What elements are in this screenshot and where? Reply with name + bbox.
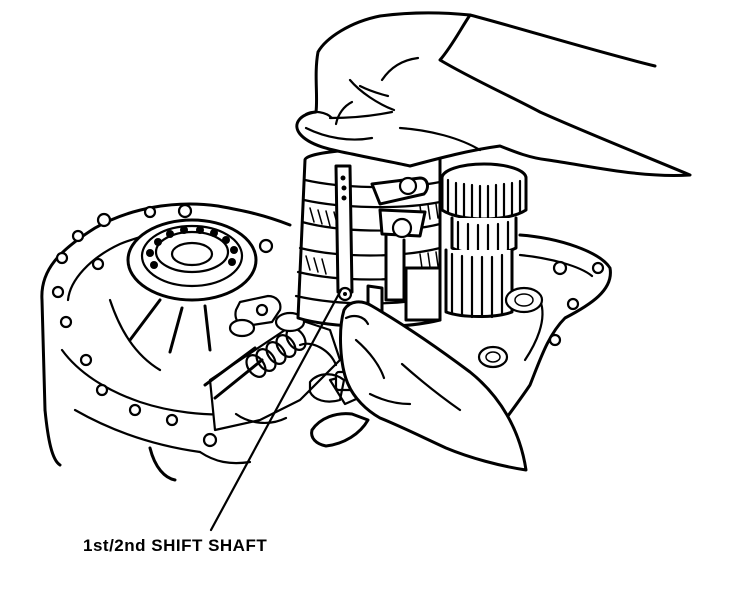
washer [477, 345, 509, 369]
housing-bolt-holes [51, 203, 605, 448]
counter-gear-teeth [446, 178, 522, 221]
callout-leader [209, 288, 343, 532]
callout-label-shift-shaft: 1st/2nd SHIFT SHAFT [83, 536, 268, 555]
bearing [108, 218, 258, 372]
bearing-rollers [146, 226, 238, 269]
upper-hand [295, 11, 692, 177]
mainshaft-gear-cluster [294, 147, 442, 329]
lower-hand [308, 300, 528, 472]
shift-linkage [203, 294, 374, 432]
gear-teeth [305, 203, 439, 275]
transmission-housing [40, 202, 612, 482]
shift-shaft [334, 164, 354, 302]
countershaft-gear [440, 162, 544, 319]
